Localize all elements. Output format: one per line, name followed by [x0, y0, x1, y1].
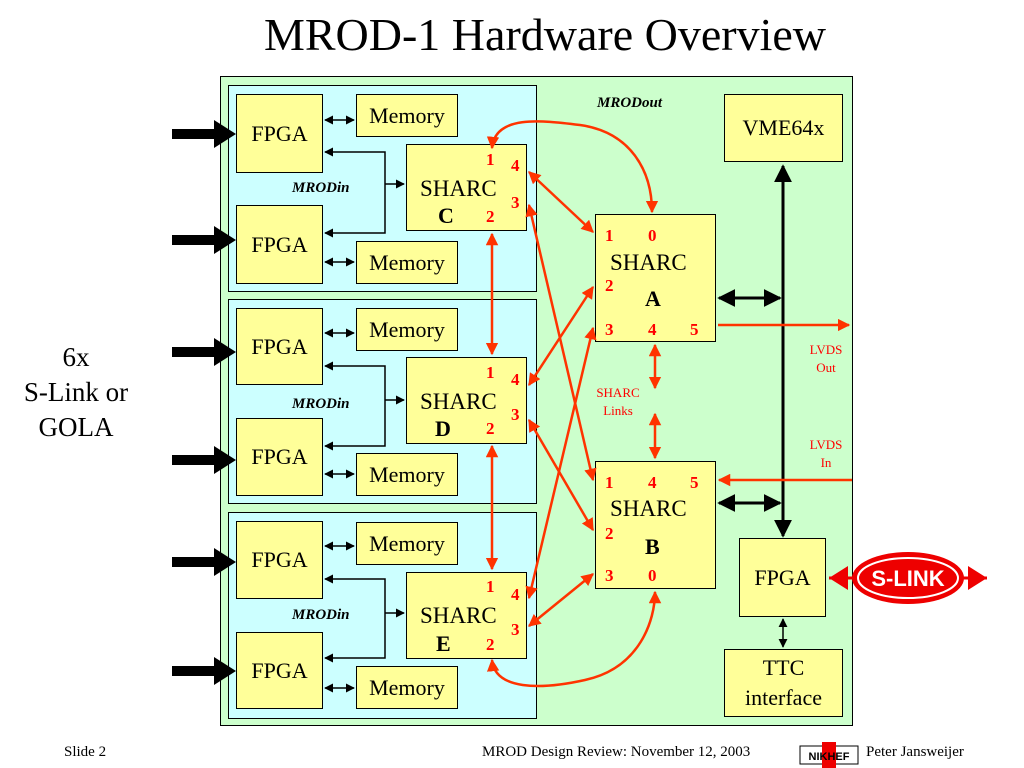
input-label: 6x S-Link or GOLA: [0, 340, 152, 445]
sharc-a-pin: 3: [605, 320, 614, 339]
sharc-c-pin: 2: [486, 207, 495, 226]
sharc-b-letter: B: [645, 534, 660, 559]
memory-box: Memory: [356, 453, 458, 496]
fpga-box: FPGA: [236, 418, 323, 496]
sharc-a-pin: 0: [648, 226, 657, 245]
sharc-b-pin: 0: [648, 566, 657, 585]
lvds-out-line1: LVDS: [809, 342, 843, 357]
input-label-line3: GOLA: [38, 412, 114, 442]
lvds-in-line1: LVDS: [809, 437, 843, 452]
sharc-links-label: SHARC Links: [586, 384, 650, 420]
sharc-e-label: SHARC: [420, 603, 497, 628]
sharc-b-label: SHARC: [610, 496, 687, 521]
lvds-in-line2: In: [820, 455, 832, 470]
sharc-a-pin: 1: [605, 226, 614, 245]
sharc-a-box: [595, 214, 716, 342]
sharc-e-pin: 1: [486, 577, 495, 596]
sharc-b-pin: 3: [605, 566, 614, 585]
memory-box: Memory: [356, 94, 458, 137]
fpga-box: FPGA: [236, 632, 323, 709]
sharc-a-label: SHARC: [610, 250, 687, 275]
ttc-interface-box: TTC interface: [724, 649, 843, 717]
nikhef-logo-text: NIKHEF: [809, 751, 850, 763]
page-title: MROD-1 Hardware Overview: [263, 9, 827, 60]
sharc-b-box: [595, 461, 716, 589]
sharc-d-label: SHARC: [420, 389, 497, 414]
mrodout-label: MRODout: [597, 95, 663, 111]
lvds-out-label: LVDS Out: [798, 341, 854, 377]
sharc-d-pin: 1: [486, 363, 495, 382]
memory-box: Memory: [356, 666, 458, 709]
sharc-e-letter: E: [436, 631, 451, 656]
lvds-out-line2: Out: [816, 360, 836, 375]
sharc-d-pin: 2: [486, 419, 495, 438]
fpga-box: FPGA: [236, 308, 323, 385]
footer-center: MROD Design Review: November 12, 2003: [482, 744, 751, 760]
sharc-a-pin: 4: [648, 320, 657, 339]
input-label-line2: S-Link or: [23, 377, 129, 407]
sharc-b-pin: 4: [648, 473, 657, 492]
ttc-line1: TTC: [762, 655, 805, 680]
slink-logo-text: S-LINK: [871, 566, 944, 591]
vme64x-box: VME64x: [724, 94, 843, 162]
fpga-box: FPGA: [236, 521, 323, 599]
mrodin-label: MRODin: [292, 180, 350, 196]
sharc-links-line1: SHARC: [596, 385, 640, 400]
slink-logo: S-LINK: [829, 552, 987, 604]
sharc-a-letter: A: [645, 286, 661, 311]
sharc-c-letter: C: [438, 203, 454, 228]
memory-box: Memory: [356, 308, 458, 351]
sharc-b-pin: 5: [690, 473, 699, 492]
slide-number: Slide 2: [64, 744, 107, 760]
mrodin-label: MRODin: [292, 607, 350, 623]
fpga-box: FPGA: [236, 205, 323, 284]
memory-box: Memory: [356, 241, 458, 284]
sharc-a-pin: 2: [605, 276, 614, 295]
sharc-c-label: SHARC: [420, 176, 497, 201]
input-arrows: [172, 120, 236, 685]
mrodin-label: MRODin: [292, 396, 350, 412]
sharc-b-pin: 1: [605, 473, 614, 492]
ttc-line2: interface: [745, 685, 822, 710]
memory-box: Memory: [356, 522, 458, 565]
sharc-d-letter: D: [435, 416, 451, 441]
sharc-links-line2: Links: [603, 403, 633, 418]
footer-author: Peter Jansweijer: [866, 744, 964, 760]
sharc-b-pin: 2: [605, 524, 614, 543]
sharc-d-pin: 3: [511, 405, 520, 424]
fpga-slink-box: FPGA: [739, 538, 826, 617]
lvds-in-label: LVDS In: [798, 436, 854, 472]
input-label-line1: 6x: [62, 342, 90, 372]
sharc-d-box: [406, 357, 527, 444]
fpga-box: FPGA: [236, 94, 323, 173]
sharc-d-pin: 4: [511, 370, 520, 389]
nikhef-logo: NIKHEF: [799, 742, 859, 768]
sharc-a-pin: 5: [690, 320, 699, 339]
